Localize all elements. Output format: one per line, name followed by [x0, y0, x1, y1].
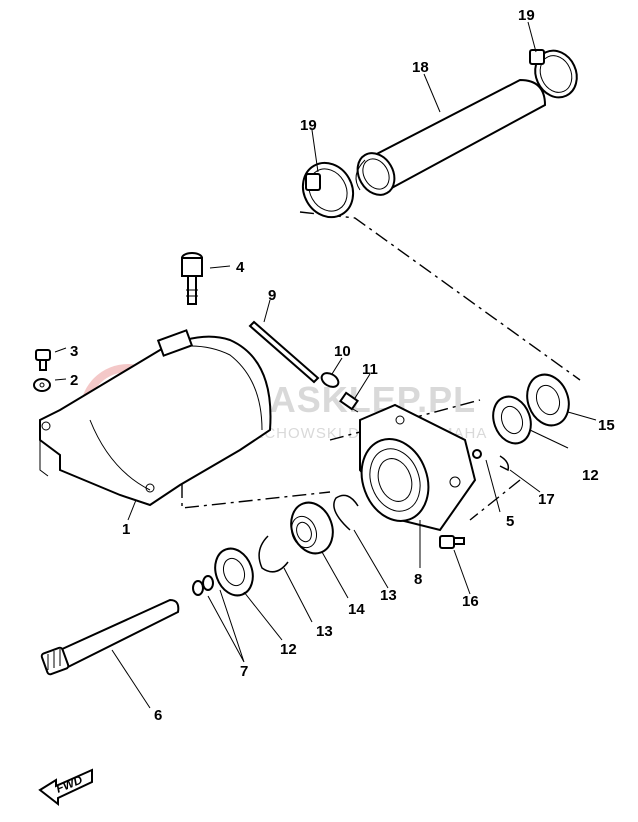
- rod-9: [248, 320, 320, 384]
- callout-19-top: 19: [518, 7, 535, 24]
- callout-12-upper: 12: [582, 467, 599, 484]
- callout-7: 7: [240, 663, 248, 680]
- callout-15: 15: [598, 417, 615, 434]
- forward-arrow-icon: FWD: [38, 768, 93, 807]
- callout-1: 1: [122, 521, 130, 538]
- washer-2: [33, 378, 51, 392]
- bearing-housing-8: [359, 403, 477, 532]
- callout-13-right: 13: [380, 587, 397, 604]
- callout-13-left: 13: [316, 623, 333, 640]
- leader-lines: [54, 21, 597, 709]
- callout-14: 14: [348, 601, 365, 618]
- bearing-12-upper: [492, 395, 532, 445]
- circlip-13-left: [258, 535, 289, 573]
- hose-18: [355, 78, 547, 196]
- callout-9: 9: [268, 287, 276, 304]
- callout-5: 5: [506, 513, 514, 530]
- callout-2: 2: [70, 372, 78, 389]
- circlip-13-right: [333, 494, 359, 531]
- bearing-14: [290, 501, 334, 555]
- callout-4: 4: [236, 259, 245, 276]
- callout-16: 16: [462, 593, 479, 610]
- fitting-10: [320, 372, 340, 388]
- o-rings-7: [192, 575, 214, 596]
- hose-clamp-19-left: [301, 161, 355, 219]
- callout-17: 17: [538, 491, 555, 508]
- hose-clamp-19-top: [529, 49, 578, 99]
- callout-12-lower: 12: [280, 641, 297, 658]
- callout-10: 10: [334, 343, 351, 360]
- callout-numbers: 1 2 3 4 5 6 7 8 9 10 11 12 12 13 13 14 1…: [70, 7, 615, 724]
- callout-6: 6: [154, 707, 162, 724]
- pin-5: [472, 449, 482, 459]
- callout-11: 11: [362, 361, 378, 378]
- bolt-4: [181, 252, 203, 305]
- drive-shaft-6: [40, 598, 180, 676]
- bolt-3: [35, 349, 51, 371]
- bolt-16: [439, 535, 465, 549]
- callout-3: 3: [70, 343, 78, 360]
- seal-15: [526, 373, 570, 427]
- callout-8: 8: [414, 571, 422, 588]
- callout-19-left: 19: [300, 117, 317, 134]
- nipple-11: [339, 391, 359, 413]
- bearing-12-lower: [214, 547, 254, 597]
- clip-17: [499, 455, 510, 472]
- cover-1: [39, 329, 272, 507]
- callout-18: 18: [412, 59, 429, 76]
